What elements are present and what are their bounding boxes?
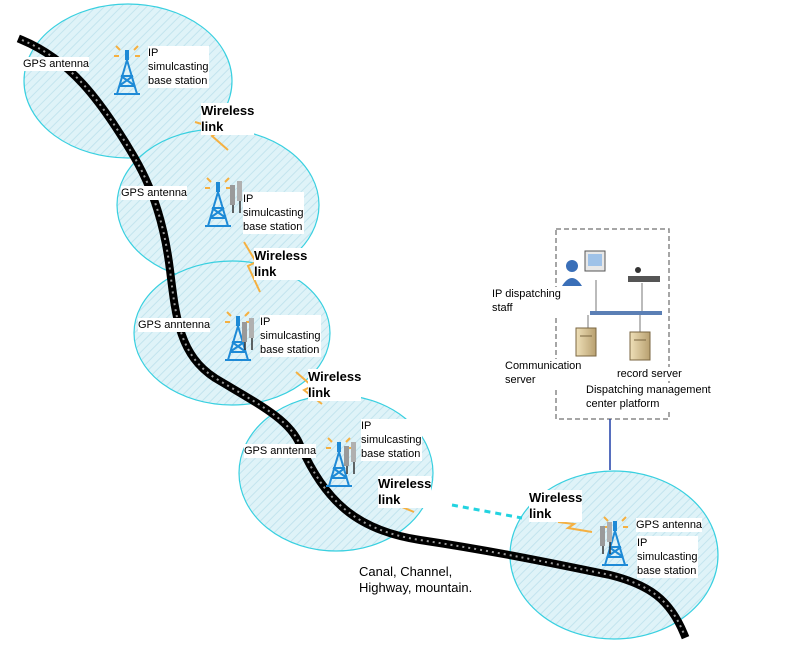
base-station-label: IP simulcasting base station (260, 315, 321, 357)
wireless-link-label-line: link (529, 506, 552, 521)
record-device-icon (628, 267, 660, 282)
dispatcher-workstation-icon (562, 250, 606, 286)
record-server-label: record server (617, 367, 682, 381)
base-station-label-line: base station (361, 448, 421, 460)
dispatching-staff-label-line: IP dispatching (492, 288, 561, 300)
wireless-link-label-line: link (254, 264, 277, 279)
communication-server-label-line: server (505, 374, 536, 386)
base-station-label-line: base station (637, 565, 697, 577)
base-station-label: IP simulcasting base station (243, 192, 304, 234)
base-station-label-line: IP (148, 47, 159, 59)
dispatching-platform-label-line: center platform (586, 398, 660, 410)
base-station-label-line: base station (260, 344, 320, 356)
route-texture (21, 39, 685, 635)
base-station-label: IP simulcasting base station (637, 536, 698, 578)
record-server-icon (629, 331, 651, 361)
dispatching-platform-label: Dispatching management center platform (586, 383, 711, 411)
dashed-wireless-link (451, 503, 523, 520)
dispatching-staff-label-line: staff (492, 302, 513, 314)
wireless-link-bolt-icon (557, 521, 593, 533)
route-label: Canal, Channel, Highway, mountain. (359, 564, 472, 596)
base-station-label-line: base station (148, 75, 208, 87)
wireless-link-label: Wireless link (308, 369, 362, 401)
base-station-label-line: simulcasting (361, 434, 422, 446)
base-station-label-line: simulcasting (148, 61, 209, 73)
wireless-link-label-line: link (378, 492, 401, 507)
communication-server-icon (575, 327, 597, 357)
base-station-label-line: simulcasting (637, 551, 698, 563)
communication-server-label-line: Communication (505, 360, 582, 372)
wireless-link-label-line: Wireless (378, 476, 432, 491)
gps-antenna-label: GPS anntenna (244, 444, 317, 458)
network-bus (590, 311, 662, 315)
wireless-link-label-line: Wireless (529, 490, 583, 505)
wireless-link-label-line: Wireless (201, 103, 255, 118)
base-station-label-line: base station (243, 221, 303, 233)
coverage-cell-3 (133, 260, 331, 406)
base-station-label: IP simulcasting base station (361, 419, 422, 461)
communication-server-label: Communication server (505, 359, 582, 387)
gps-antenna-label: GPS antenna (121, 186, 188, 200)
wireless-link-label: Wireless link (201, 103, 255, 135)
wireless-link-label: Wireless link (529, 490, 583, 522)
wireless-link-label-line: Wireless (308, 369, 362, 384)
base-station-label-line: simulcasting (260, 330, 321, 342)
base-station-label-line: IP (260, 316, 271, 328)
wireless-link-label: Wireless link (378, 476, 432, 508)
route-label-line: Canal, Channel, (359, 564, 453, 579)
gps-antenna-label: GPS antenna (636, 518, 703, 532)
wireless-link-label: Wireless link (254, 248, 308, 280)
dispatching-staff-label: IP dispatching staff (492, 287, 561, 315)
base-station-label-line: IP (637, 537, 648, 549)
base-station-label-line: IP (243, 193, 254, 205)
wireless-link-label-line: link (308, 385, 331, 400)
base-station-label: IP simulcasting base station (148, 46, 209, 88)
base-station-label-line: simulcasting (243, 207, 304, 219)
wireless-link-label-line: link (201, 119, 224, 134)
base-station-label-line: IP (361, 420, 372, 432)
route-label-line: Highway, mountain. (359, 580, 473, 595)
gps-antenna-label: GPS antenna (23, 57, 90, 71)
wireless-link-label-line: Wireless (254, 248, 308, 263)
gps-antenna-label: GPS anntenna (138, 318, 211, 332)
dispatching-platform-label-line: Dispatching management (586, 384, 711, 396)
